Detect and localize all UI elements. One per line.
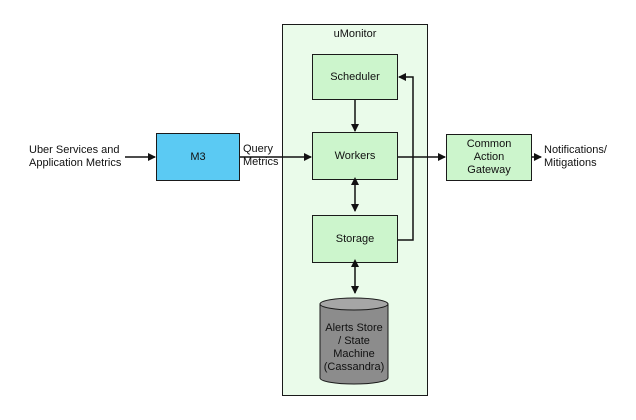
storage-to-scheduler-loop bbox=[398, 73, 414, 241]
m3-box: M3 bbox=[156, 133, 240, 181]
umonitor-title: uMonitor bbox=[333, 28, 377, 40]
scheduler-box: Scheduler bbox=[312, 54, 398, 100]
input-label: Uber Services and Application Metrics bbox=[29, 144, 122, 169]
alerts-store-database bbox=[319, 297, 389, 385]
common-action-gateway-box: Common Action Gateway bbox=[446, 134, 532, 181]
workers-box: Workers bbox=[312, 132, 398, 180]
output-label: Notifications/ Mitigations bbox=[544, 144, 607, 169]
query-metrics-label: Query Metrics bbox=[243, 143, 279, 168]
alerts-store-label: Alerts Store / State Machine (Cassandra) bbox=[323, 322, 385, 373]
